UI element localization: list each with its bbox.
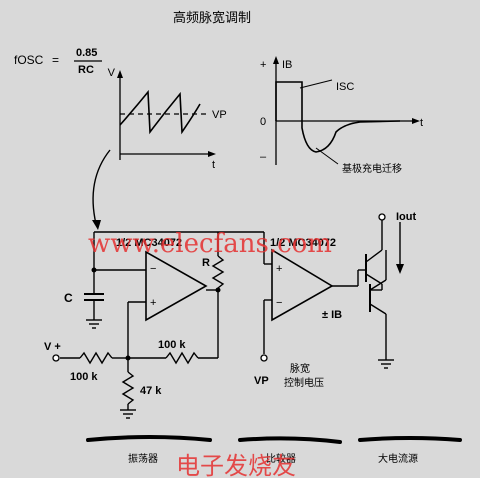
annotation-leader — [315, 147, 339, 165]
opamp2-plus: + — [276, 263, 282, 275]
opamp-1 — [145, 250, 208, 322]
frequency-formula: fOSC = 0.85 RC — [14, 47, 102, 76]
resistor-47k — [121, 371, 135, 405]
junction-dot — [125, 355, 131, 361]
vp-label: VP — [212, 109, 227, 121]
iout-terminal — [378, 213, 386, 221]
formula-denominator: RC — [78, 64, 94, 76]
vp-input-label: VP — [254, 375, 269, 387]
diagram-title: 高频脉宽调制 — [173, 10, 251, 25]
resistor-feedback — [165, 351, 199, 365]
underline-comparator — [238, 436, 342, 444]
left-y-label: V — [108, 67, 116, 79]
sawtooth-waveform — [117, 70, 216, 160]
zero-tick: 0 — [260, 116, 266, 128]
section-current-source: 大电流源 — [378, 452, 418, 465]
opamp1-label: 1/2 MC34072 — [116, 237, 182, 249]
underline-current-source — [358, 436, 462, 442]
right-t-label: t — [420, 117, 423, 129]
ground-symbols — [86, 319, 394, 419]
junction-dot — [91, 267, 97, 273]
minus-tick: – — [260, 151, 267, 163]
junction-dot — [215, 287, 221, 293]
base-charge-annotation: 基极充电迁移 — [342, 162, 402, 175]
section-underlines — [86, 435, 462, 444]
vp-caption-1: 脉宽 — [290, 362, 310, 375]
pm-ib-label: ± IB — [322, 309, 342, 321]
sawtooth-trace — [119, 89, 201, 135]
vplus-label: V + — [44, 341, 61, 353]
opamp1-minus: − — [150, 263, 156, 275]
vp-caption-2: 控制电压 — [284, 376, 324, 389]
formula-equals: = — [52, 53, 59, 67]
iout-label: Iout — [396, 211, 416, 223]
y-axis-arrow — [117, 70, 123, 78]
isc-label: ISC — [336, 81, 354, 93]
watermark-chinese: 电子发烧友 — [176, 452, 296, 478]
ib-label: IB — [282, 59, 292, 71]
watermark-url: www.elecfans.com — [88, 229, 332, 259]
opamp2-label: 1/2 MC34072 — [270, 237, 336, 249]
section-comparator: 比较器 — [266, 452, 296, 465]
vp-terminal — [260, 354, 268, 362]
circuit-wiring — [60, 220, 387, 410]
opamp-2 — [271, 248, 334, 322]
underline-oscillator — [86, 435, 212, 442]
waveform-pointer-arrow — [92, 149, 111, 230]
isc-leader — [299, 79, 333, 89]
base-current-waveform — [273, 56, 420, 165]
r-ground-label: 47 k — [140, 385, 162, 397]
resistor-r-label: R — [202, 257, 210, 269]
iout-arrow — [396, 222, 404, 274]
ib-axis-arrow — [273, 56, 279, 64]
plus-tick: + — [260, 59, 266, 71]
ib-trace — [275, 81, 401, 153]
r-input-label: 100 k — [70, 371, 98, 383]
x-axis-arrow — [208, 151, 216, 157]
vplus-terminal — [52, 354, 60, 362]
opamp1-plus: + — [150, 297, 156, 309]
formula-lhs: fOSC — [14, 53, 44, 67]
resistor-r — [211, 255, 225, 289]
left-x-label: t — [212, 159, 215, 171]
r-feedback-label: 100 k — [158, 339, 186, 351]
time-axis-arrow — [412, 118, 420, 124]
capacitor-label: C — [64, 291, 73, 305]
section-oscillator: 振荡器 — [128, 452, 158, 465]
opamp2-minus: − — [276, 297, 282, 309]
formula-numerator: 0.85 — [76, 47, 97, 59]
resistor-input — [79, 351, 113, 365]
